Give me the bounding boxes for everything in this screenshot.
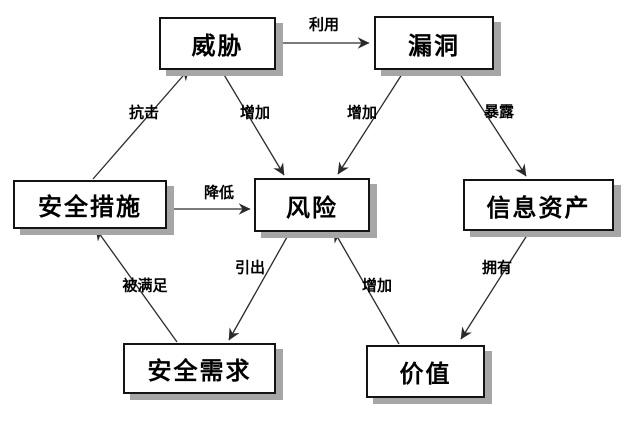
edge-label-increase-vuln: 增加: [346, 103, 378, 122]
edge-label-increase-threat: 增加: [239, 103, 271, 122]
node-vulnerability: 漏洞: [374, 16, 494, 70]
node-security-requirements: 安全需求: [123, 343, 276, 394]
edge-resist-line: [92, 68, 190, 180]
edge-label-reduce: 降低: [203, 183, 235, 202]
edge-label-increase-value: 增加: [361, 276, 393, 295]
edge-own-line: [460, 228, 532, 340]
node-value-label: 价值: [399, 360, 452, 388]
edge-satisfied-line: [95, 228, 178, 343]
edge-label-satisfied: 被满足: [122, 276, 168, 295]
node-value: 价值: [366, 345, 485, 398]
node-security-requirements-label: 安全需求: [147, 357, 252, 385]
edge-increase-value-line: [333, 230, 400, 345]
edge-label-resist: 抗击: [128, 103, 160, 122]
edge-increase-threat-line: [219, 67, 285, 176]
node-threat: 威胁: [159, 17, 276, 70]
edge-expose-line: [455, 67, 527, 177]
node-information-assets-label: 信息资产: [486, 193, 591, 222]
node-information-assets: 信息资产: [463, 179, 614, 231]
edge-label-expose: 暴露: [483, 102, 515, 121]
edge-increase-vuln-line: [337, 67, 407, 175]
node-vulnerability-label: 漏洞: [408, 31, 460, 60]
edge-label-exploit: 利用: [308, 15, 340, 34]
edge-leadto-line: [228, 229, 292, 341]
node-security-measures-label: 安全措施: [38, 193, 142, 221]
edge-label-own: 拥有: [481, 258, 513, 277]
node-risk-label: 风险: [286, 193, 338, 222]
node-security-measures: 安全措施: [13, 180, 167, 229]
node-risk: 风险: [254, 178, 370, 232]
node-threat-label: 威胁: [191, 32, 244, 60]
edge-label-leadto: 引出: [234, 258, 266, 277]
